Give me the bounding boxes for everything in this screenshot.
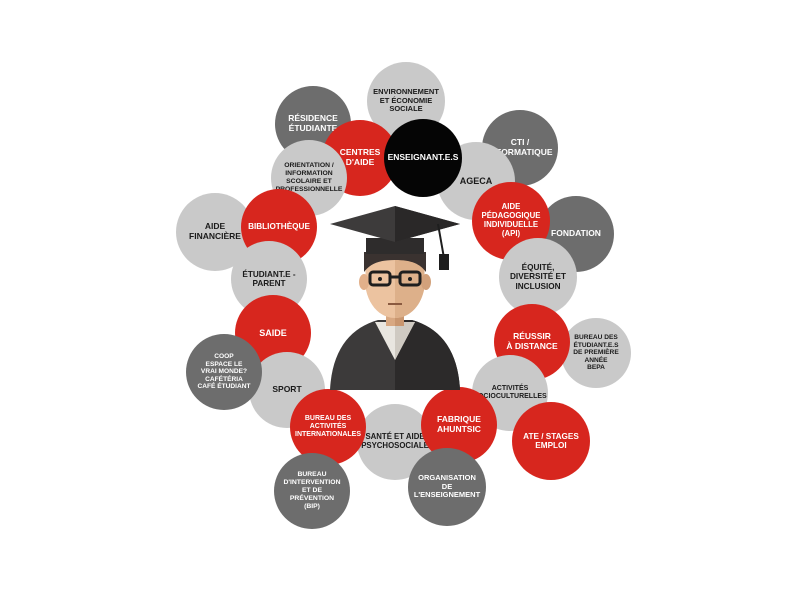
bubble-label: COOP ESPACE LE VRAI MONDE? CAFÉTÉRIA CAF… (197, 353, 251, 391)
bubble-bip: BUREAU D'INTERVENTION ET DE PRÉVENTION (… (274, 453, 350, 529)
bubble-label: FABRIQUE AHUNTSIC (437, 414, 481, 434)
bubble-label: ÉQUITÉ, DIVERSITÉ ET INCLUSION (510, 262, 566, 291)
bubble-label: SPORT (272, 384, 302, 395)
bubble-label: AIDE PÉDAGOGIQUE INDIVIDUELLE (API) (481, 202, 541, 238)
bubble-equite: ÉQUITÉ, DIVERSITÉ ET INCLUSION (499, 238, 577, 316)
bubble-label: RÉSIDENCE ÉTUDIANTE (288, 113, 338, 133)
bubble-enseignants: ENSEIGNANT.E.S (384, 119, 462, 197)
bubble-organisation: ORGANISATION DE L'ENSEIGNEMENT (408, 448, 486, 526)
bubble-label: AIDE FINANCIÈRE (189, 221, 241, 241)
bubble-label: CENTRES D'AIDE (339, 147, 381, 167)
bubble-label: SANTÉ ET AIDE PSYCHOSOCIALE (361, 432, 429, 450)
bubble-label: BUREAU DES ACTIVITÉS INTERNATIONALES (295, 414, 361, 439)
bubble-orientation: ORIENTATION / INFORMATION SCOLAIRE ET PR… (271, 140, 347, 216)
graduate-student-icon (330, 206, 460, 390)
bubble-label: FONDATION (551, 228, 601, 239)
bubble-label: AGECA (459, 175, 493, 186)
bubble-label: ENVIRONNEMENT ET ÉCONOMIE SOCIALE (373, 87, 439, 114)
bubble-label: BUREAU D'INTERVENTION ET DE PRÉVENTION (… (283, 471, 341, 510)
bubble-label: BUREAU DES ÉTUDIANT.E.S DE PREMIÈRE ANNÉ… (573, 334, 619, 372)
bubble-label: SAIDE (259, 327, 287, 338)
bubble-label: BIBLIOTHÈQUE (248, 222, 310, 232)
bubble-label: ÉTUDIANT.E - PARENT (242, 269, 296, 288)
bubble-label: ORIENTATION / INFORMATION SCOLAIRE ET PR… (275, 162, 343, 193)
bubble-label: ENSEIGNANT.E.S (387, 152, 459, 163)
bubble-bureau-internationales: BUREAU DES ACTIVITÉS INTERNATIONALES (290, 389, 366, 465)
bubble-label: ACTIVITÉS SOCIOCULTURELLES (473, 384, 547, 400)
bubble-label: CTI / INFORMATIQUE (487, 137, 553, 157)
bubble-label: RÉUSSIR À DISTANCE (506, 331, 558, 351)
bubble-coop: COOP ESPACE LE VRAI MONDE? CAFÉTÉRIA CAF… (186, 334, 262, 410)
bubble-label: ATE / STAGES EMPLOI (523, 431, 579, 450)
bubble-bureau-premiere: BUREAU DES ÉTUDIANT.E.S DE PREMIÈRE ANNÉ… (561, 318, 631, 388)
bubble-ate-stages: ATE / STAGES EMPLOI (512, 402, 590, 480)
bubble-label: ORGANISATION DE L'ENSEIGNEMENT (413, 473, 481, 500)
